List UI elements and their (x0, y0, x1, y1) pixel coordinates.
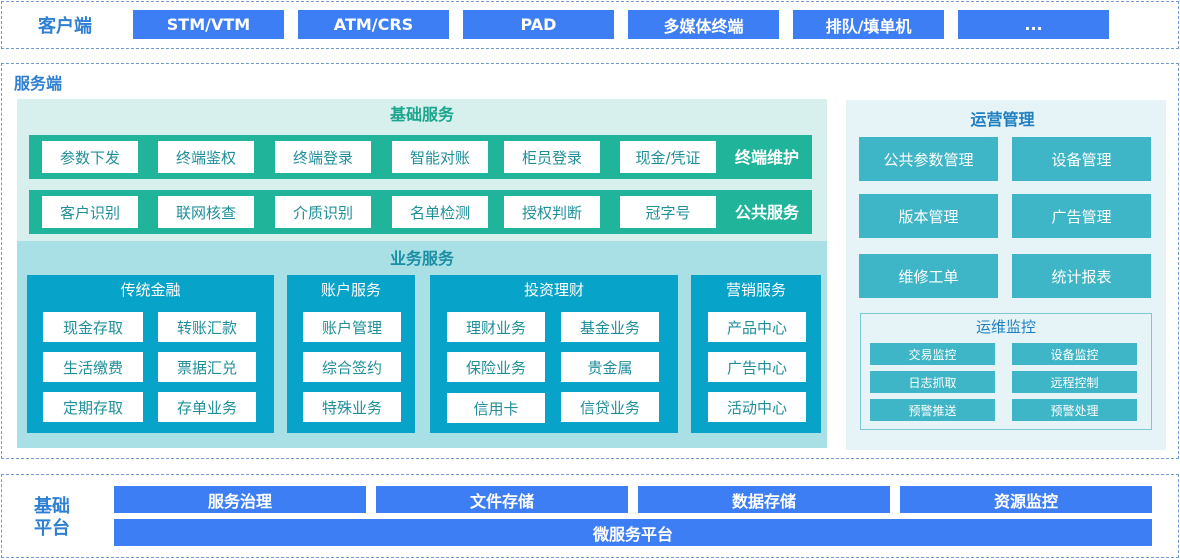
biz-group-title: 传统金融 (120, 280, 181, 299)
biz-group-title: 营销服务 (725, 280, 786, 299)
terminal-item: 终端登录 (275, 141, 371, 173)
public-item: 联网核查 (158, 196, 254, 228)
biz-item: 生活缴费 (43, 352, 143, 382)
biz-group-title: 账户服务 (320, 280, 381, 299)
biz-item: 账户管理 (303, 312, 401, 342)
server-layer (1, 63, 1179, 459)
terminal-item: 终端鉴权 (158, 141, 254, 173)
terminal-item: 柜员登录 (504, 141, 600, 173)
terminal-item: 参数下发 (42, 141, 138, 173)
biz-item: 特殊业务 (303, 392, 401, 422)
basic-services-title: 基础服务 (389, 105, 454, 124)
client-item-more: ... (958, 10, 1109, 39)
monitor-item: 远程控制 (1012, 371, 1137, 393)
client-layer (1, 1, 1179, 49)
biz-item: 产品中心 (708, 312, 806, 342)
ops-item: 广告管理 (1012, 194, 1151, 238)
biz-item: 理财业务 (447, 312, 545, 342)
biz-item: 存单业务 (158, 392, 256, 422)
client-item-multimedia: 多媒体终端 (628, 10, 779, 39)
biz-item: 广告中心 (708, 352, 806, 382)
biz-item: 转账汇款 (158, 312, 256, 342)
ops-item: 统计报表 (1012, 254, 1151, 298)
monitoring-box (860, 313, 1152, 430)
biz-item: 综合签约 (303, 352, 401, 382)
public-services-label: 公共服务 (734, 203, 799, 222)
monitor-item: 交易监控 (870, 343, 995, 365)
platform-layer (1, 474, 1179, 558)
monitor-item: 预警推送 (870, 399, 995, 421)
biz-item: 现金存取 (43, 312, 143, 342)
public-item: 介质识别 (275, 196, 371, 228)
biz-item: 票据汇兑 (158, 352, 256, 382)
biz-item: 基金业务 (561, 312, 659, 342)
monitor-item: 日志抓取 (870, 371, 995, 393)
platform-label-line1: 基础 (34, 496, 70, 517)
server-label: 服务端 (14, 74, 63, 93)
ops-item: 设备管理 (1012, 137, 1151, 181)
biz-item: 活动中心 (708, 392, 806, 422)
client-item-atm-crs: ATM/CRS (298, 10, 449, 39)
terminal-item: 智能对账 (392, 141, 488, 173)
biz-item: 信贷业务 (561, 392, 659, 422)
platform-label-line2: 平台 (34, 518, 70, 539)
public-item: 客户识别 (42, 196, 138, 228)
business-services-title: 业务服务 (389, 249, 454, 268)
operations-title: 运营管理 (970, 110, 1035, 129)
terminal-item: 现金/凭证 (620, 141, 716, 173)
biz-item: 保险业务 (447, 352, 545, 382)
ops-item: 公共参数管理 (859, 137, 998, 181)
client-item-stm-vtm: STM/VTM (133, 10, 284, 39)
public-item: 名单检测 (392, 196, 488, 228)
platform-item: 服务治理 (114, 486, 366, 513)
ops-item: 版本管理 (859, 194, 998, 238)
platform-item: 资源监控 (900, 486, 1152, 513)
monitor-item: 设备监控 (1012, 343, 1137, 365)
microservice-platform: 微服务平台 (114, 519, 1152, 546)
biz-item: 定期存取 (43, 392, 143, 422)
client-item-pad: PAD (463, 10, 614, 39)
biz-group-title: 投资理财 (523, 280, 584, 299)
terminal-maintenance-label: 终端维护 (734, 148, 799, 167)
platform-item: 文件存储 (376, 486, 628, 513)
ops-item: 维修工单 (859, 254, 998, 298)
monitoring-title: 运维监控 (975, 317, 1036, 336)
platform-item: 数据存储 (638, 486, 890, 513)
client-label: 客户端 (38, 16, 92, 37)
biz-item: 贵金属 (561, 352, 659, 382)
client-item-queue: 排队/填单机 (793, 10, 944, 39)
monitor-item: 预警处理 (1012, 399, 1137, 421)
biz-item: 信用卡 (447, 393, 545, 423)
public-item: 冠字号 (620, 196, 716, 228)
public-item: 授权判断 (504, 196, 600, 228)
